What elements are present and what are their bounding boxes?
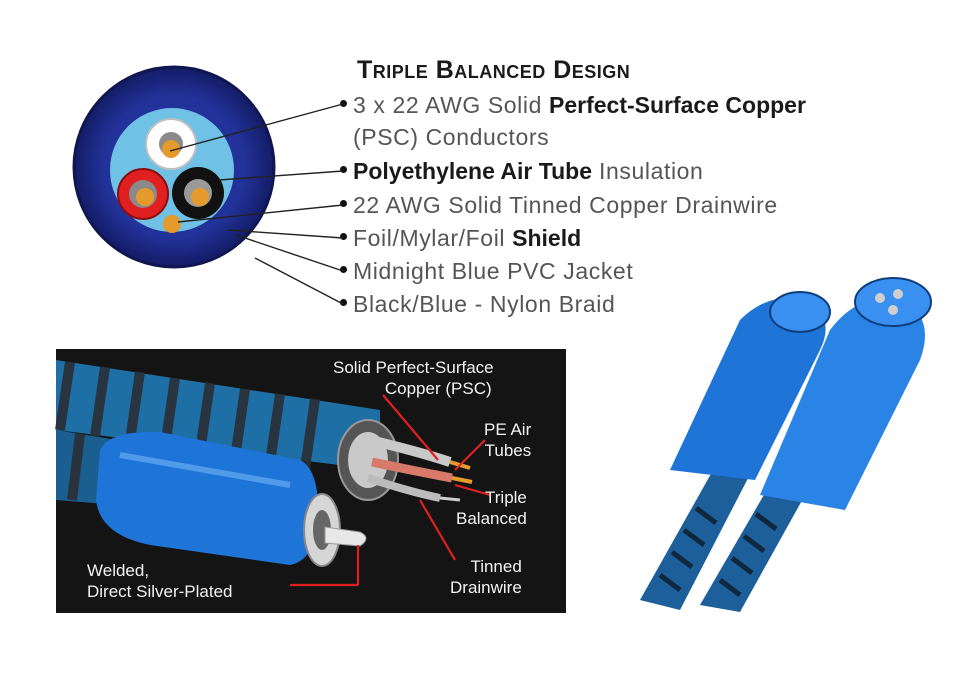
bullet-icon — [340, 299, 347, 307]
drain-wire — [163, 215, 181, 233]
spec-shield: Foil/Mylar/Foil Shield — [340, 225, 581, 252]
bullet-icon — [340, 100, 347, 108]
bullet-icon — [340, 266, 347, 274]
diagram-title: Triple Balanced Design — [357, 56, 631, 84]
bullet-icon — [340, 200, 347, 208]
spec-jacket: Midnight Blue PVC Jacket — [340, 258, 633, 285]
bullet-icon — [340, 166, 347, 174]
callout-tinned-drainwire: Tinned Drainwire — [450, 557, 522, 597]
callout-triple-balanced: Triple Balanced — [456, 488, 527, 528]
spec-braid: Black/Blue - Nylon Braid — [340, 291, 615, 318]
bullet-icon — [340, 233, 347, 241]
xlr-connector-pair — [640, 277, 932, 612]
spec-conductors-cont: (PSC) Conductors — [353, 124, 550, 150]
spec-insulation: Polyethylene Air Tube Insulation — [340, 158, 703, 185]
callout-pe-air-tubes: PE Air Tubes — [484, 420, 532, 460]
callout-solid-copper: Solid Perfect-Surface Copper (PSC) — [333, 358, 494, 398]
exposed-conductors — [366, 435, 473, 502]
spec-conductors: 3 x 22 AWG Solid Perfect-Surface Copper — [340, 92, 806, 119]
rca-connector — [96, 431, 367, 567]
callout-welded-silver: Welded, Direct Silver-Plated — [87, 561, 233, 601]
spec-drainwire: 22 AWG Solid Tinned Copper Drainwire — [340, 192, 778, 219]
